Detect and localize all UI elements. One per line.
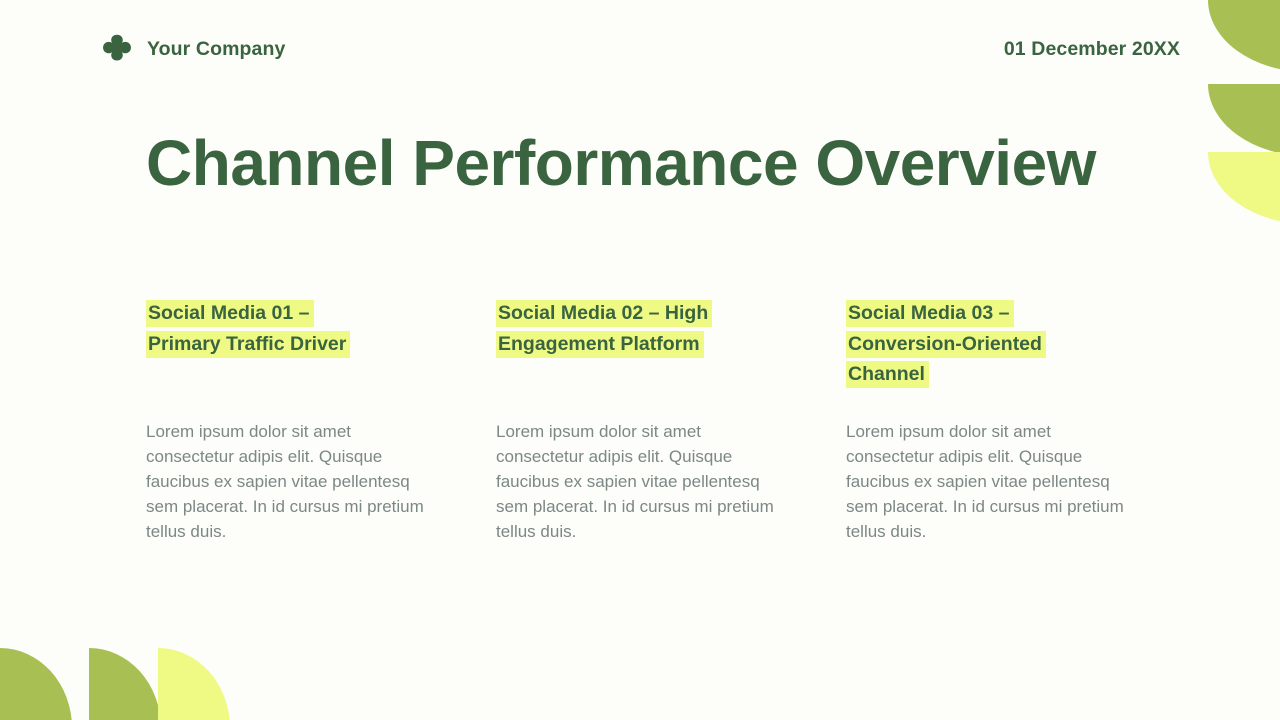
brand-name: Your Company: [147, 37, 286, 60]
slide-header: Your Company 01 December 20XX: [100, 30, 1180, 68]
column-2-heading-line-1: Social Media 02 – High: [496, 300, 713, 327]
column-3-body: Lorem ipsum dolor sit amet consectetur a…: [846, 421, 1124, 541]
top-right-quarter-circle-3-shape: [1208, 152, 1280, 224]
brand: Your Company: [100, 32, 285, 66]
top-right-quarter-circle-2-shape: [1208, 84, 1280, 156]
bottom-left-quarter-circle-3-shape: [158, 648, 230, 720]
column-1-heading-line-1: Social Media 01 –: [146, 300, 314, 327]
column-1: Social Media 01 – Primary Traffic Driver…: [146, 298, 496, 544]
column-3-heading-line-1: Social Media 03 –: [846, 300, 1014, 327]
column-3: Social Media 03 – Conversion-Oriented Ch…: [846, 298, 1196, 544]
column-2: Social Media 02 – High Engagement Platfo…: [496, 298, 846, 544]
page-title: Channel Performance Overview: [146, 127, 1096, 199]
column-1-body: Lorem ipsum dolor sit amet consectetur a…: [146, 422, 424, 541]
column-2-heading-line-2: Engagement Platform: [496, 330, 704, 358]
column-3-heading-line-2: Conversion-Oriented: [846, 330, 1046, 358]
columns-container: Social Media 01 – Primary Traffic Driver…: [146, 298, 1146, 544]
bottom-left-quarter-circle-1-shape: [0, 648, 72, 720]
top-right-quarter-circle-1-shape: [1208, 0, 1280, 72]
column-3-heading: Social Media 03 – Conversion-Oriented Ch…: [846, 298, 1136, 390]
date-label: 01 December 20XX: [1003, 37, 1180, 60]
column-3-heading-line-3: Channel: [846, 361, 929, 388]
column-2-heading: Social Media 02 – High Engagement Platfo…: [496, 298, 786, 359]
column-1-heading-line-2: Primary Traffic Driver: [146, 330, 351, 358]
column-2-body: Lorem ipsum dolor sit amet consectetur a…: [496, 422, 774, 541]
clover-icon: [100, 32, 134, 66]
bottom-left-quarter-circle-2-shape: [89, 648, 161, 720]
column-1-heading: Social Media 01 – Primary Traffic Driver: [146, 298, 436, 359]
